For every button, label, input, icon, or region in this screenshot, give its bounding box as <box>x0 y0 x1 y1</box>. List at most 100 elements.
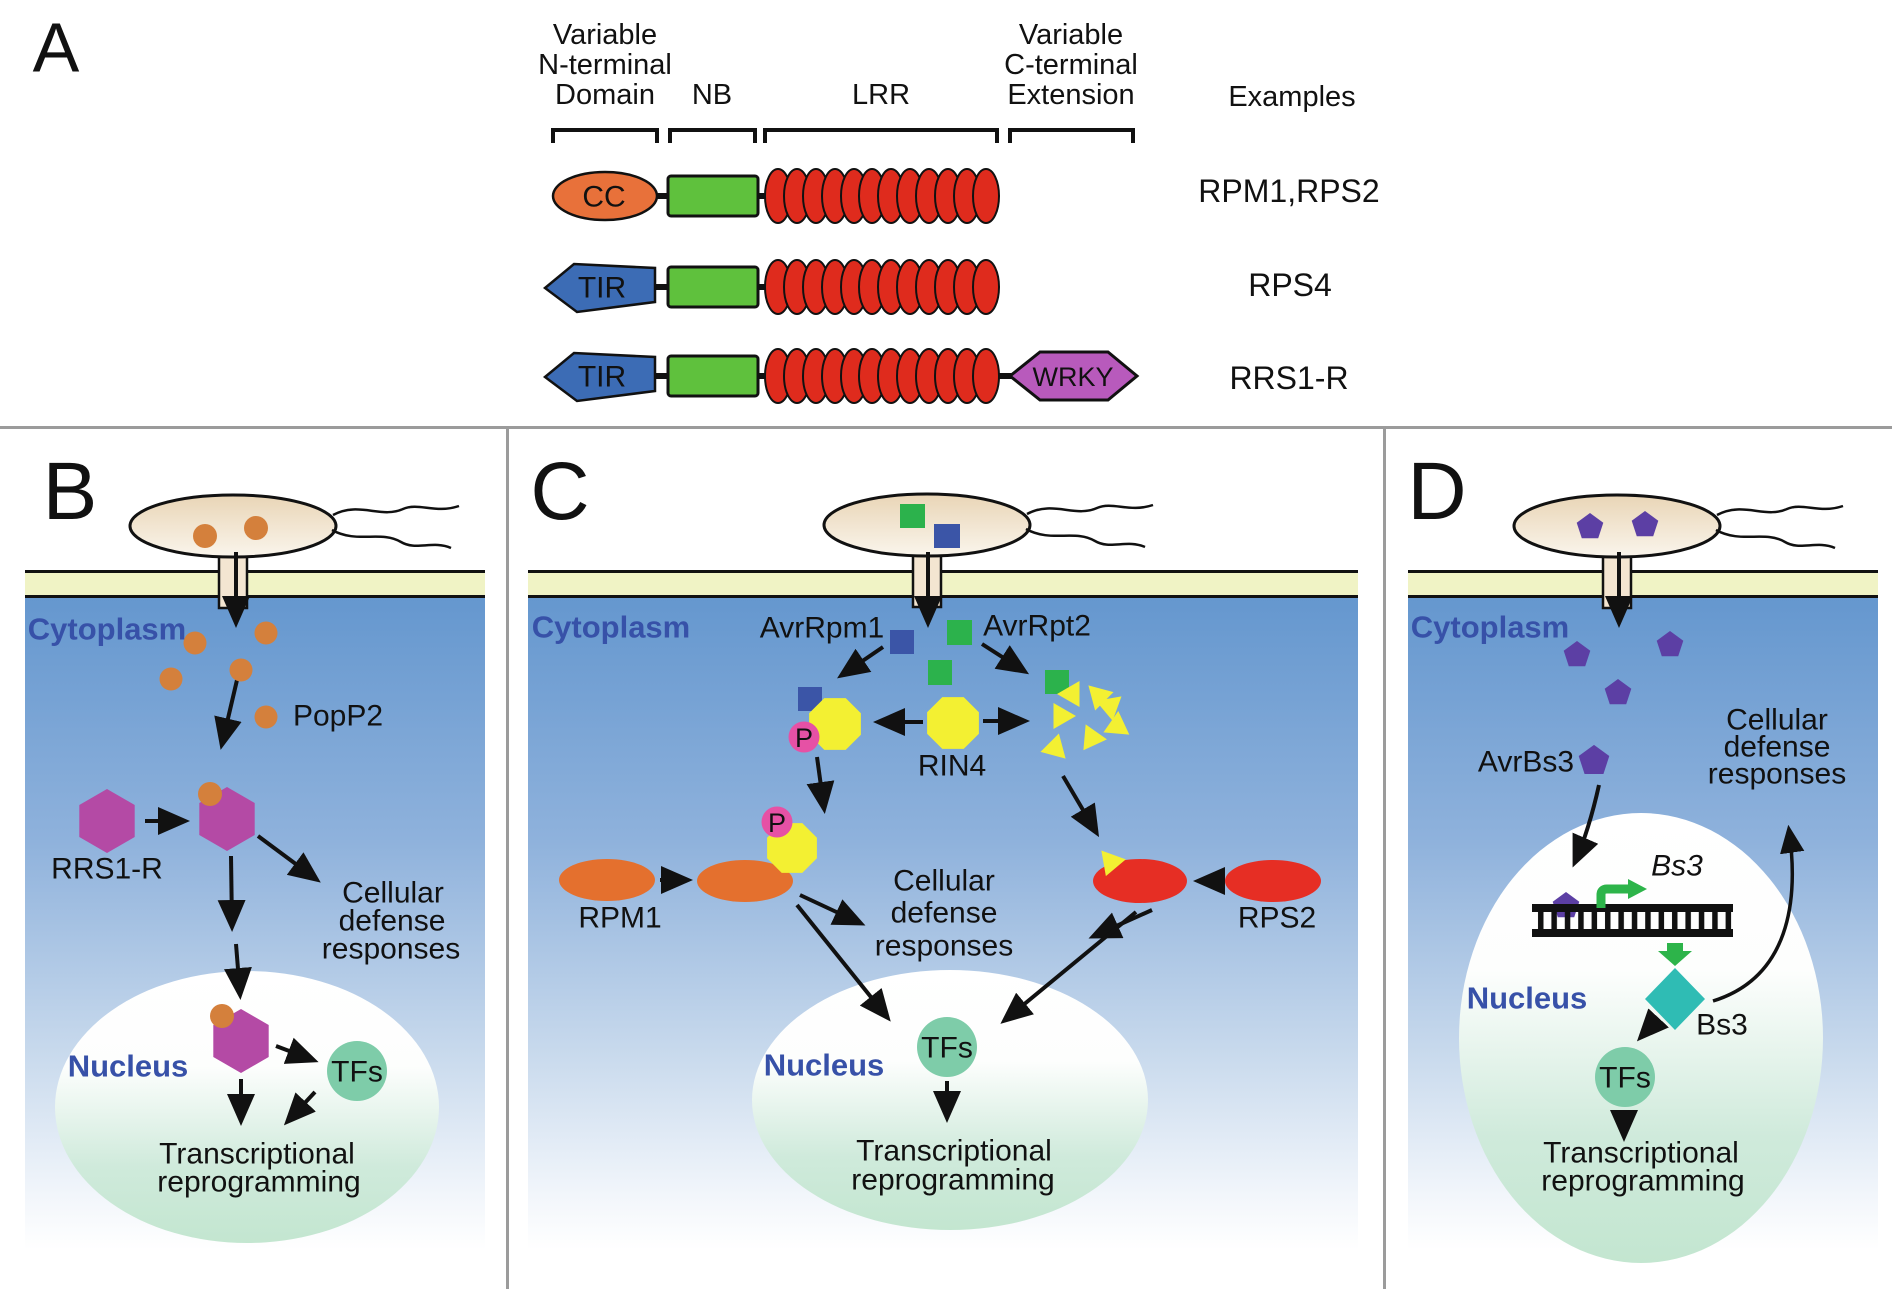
avrrpt2-effector-icon <box>947 620 972 645</box>
rps2-active-icon <box>1093 859 1187 903</box>
rpm1-active-icon <box>697 860 793 902</box>
tfs-label-d: TFs <box>1599 1061 1651 1095</box>
tir-label: TIR <box>577 271 627 305</box>
header-c-terminal-3: Extension <box>1007 78 1135 111</box>
promoter-arrow-icon <box>1596 879 1647 908</box>
nucleus-b <box>55 971 439 1243</box>
header-c-terminal-2: C-terminal <box>1004 48 1138 81</box>
cytoplasm-label-d: Cytoplasm <box>1410 609 1570 645</box>
avrrpt2-label: AvrRpt2 <box>983 609 1091 643</box>
defense-label-b3: responses <box>321 932 461 966</box>
avrrpm1-label: AvrRpm1 <box>759 611 885 645</box>
cytoplasm-label-c: Cytoplasm <box>531 609 691 645</box>
phospho-label-1: P <box>794 722 814 753</box>
panel-a-structures <box>543 128 1140 404</box>
rps2-label: RPS2 <box>1237 901 1317 935</box>
rps2-receptor-icon <box>1225 860 1321 902</box>
tfs-circle-d <box>1595 1047 1655 1107</box>
panel-d-art <box>1408 493 1878 1263</box>
cell-wall-d <box>1408 573 1878 595</box>
cc-label: CC <box>582 180 626 214</box>
expression-arrow-icon <box>1658 943 1692 966</box>
header-n-terminal-3: Domain <box>555 78 655 111</box>
panel-c-label: C <box>530 445 590 537</box>
avrbs3-label: AvrBs3 <box>1477 745 1575 779</box>
wrky-domain-icon <box>1007 350 1140 402</box>
header-nb: NB <box>691 78 733 111</box>
arrows-d <box>1572 552 1669 1142</box>
reprogramming-label-c2: reprogramming <box>851 1163 1055 1197</box>
header-n-terminal-2: N-terminal <box>538 48 672 81</box>
nucleus-label-d: Nucleus <box>1466 980 1588 1016</box>
defense-label-d2: defense <box>1723 730 1831 764</box>
cell-wall-c <box>528 573 1358 595</box>
phosphate-icon <box>788 721 820 753</box>
tir-label: TIR <box>577 360 627 394</box>
defense-label-b1: Cellular <box>342 876 444 910</box>
arrows-c <box>660 552 1225 1123</box>
popp2-bound-icon <box>198 782 222 806</box>
nb-domain-icon <box>666 354 760 398</box>
reprogramming-label-d2: reprogramming <box>1541 1164 1745 1198</box>
header-c-terminal-1: Variable <box>1018 18 1124 51</box>
popp2-bound-icon <box>210 1004 234 1028</box>
panel-d-label: D <box>1407 445 1467 537</box>
bs3-protein-label: Bs3 <box>1696 1008 1748 1042</box>
rin4-phosphorylated-icon <box>809 698 861 750</box>
feedback-arrow <box>1712 824 1805 1003</box>
tfs-label-c: TFs <box>921 1031 973 1065</box>
tfs-label-b: TFs <box>331 1055 383 1089</box>
panel-b-art <box>25 493 485 1250</box>
arrows-b <box>145 552 321 1126</box>
nucleus-label-b: Nucleus <box>67 1048 189 1084</box>
header-n-terminal-1: Variable <box>552 18 658 51</box>
rpm1-label: RPM1 <box>578 901 662 935</box>
avrrpt2-effector-icon <box>900 504 925 528</box>
rin4-label: RIN4 <box>917 749 987 783</box>
panel-c-art <box>528 492 1358 1250</box>
cc-domain-icon <box>551 170 659 222</box>
domain-brackets <box>551 128 1135 143</box>
header-examples: Examples <box>1228 80 1356 113</box>
bs3-protein-icon <box>1645 968 1705 1030</box>
reprogramming-label-b2: reprogramming <box>157 1165 361 1199</box>
example-row2: RPS4 <box>1248 267 1332 304</box>
example-row3: RRS1-R <box>1229 360 1349 397</box>
avrrpt2-effector-icon <box>928 660 952 685</box>
bs3-gene-label: Bs3 <box>1651 849 1703 883</box>
defense-label-d1: Cellular <box>1726 703 1828 737</box>
reprogramming-label-c1: Transcriptional <box>856 1134 1052 1168</box>
bs3-gene-dna-icon <box>1532 904 1733 937</box>
avrrpm1-effector-icon <box>890 630 914 654</box>
popp2-effector-icon <box>244 516 268 540</box>
cell-wall-b <box>25 573 485 595</box>
tfs-circle-b <box>327 1041 387 1101</box>
header-lrr: LRR <box>851 78 911 111</box>
phosphate-icon <box>761 806 793 838</box>
defense-label-b2: defense <box>338 904 446 938</box>
defense-label-c1: Cellular <box>893 864 995 898</box>
rrs1r-receptor-icon <box>79 789 135 853</box>
popp2-effector-icons <box>159 621 278 729</box>
panel-a-label: A <box>32 8 80 87</box>
rin4-icon <box>927 697 979 749</box>
tfs-circle-c <box>917 1017 977 1077</box>
nb-domain-icon <box>666 265 760 309</box>
wrky-label: WRKY <box>1032 361 1114 392</box>
rpm1-receptor-icon <box>559 859 655 901</box>
phospho-label-2: P <box>767 807 787 838</box>
popp2-effector-icon <box>193 524 217 548</box>
rrs1r-label: RRS1-R <box>51 852 163 886</box>
nb-domain-icon <box>666 174 760 218</box>
defense-label-c2: defense <box>890 896 998 930</box>
avrrpm1-effector-icon <box>934 524 960 548</box>
popp2-label: PopP2 <box>292 699 384 733</box>
example-row1: RPM1,RPS2 <box>1198 173 1380 210</box>
reprogramming-label-b1: Transcriptional <box>159 1137 355 1171</box>
panel-dividers <box>0 426 1892 1289</box>
nucleus-label-c: Nucleus <box>763 1047 885 1083</box>
reprogramming-label-d1: Transcriptional <box>1543 1136 1739 1170</box>
cytoplasm-label-b: Cytoplasm <box>27 611 187 647</box>
